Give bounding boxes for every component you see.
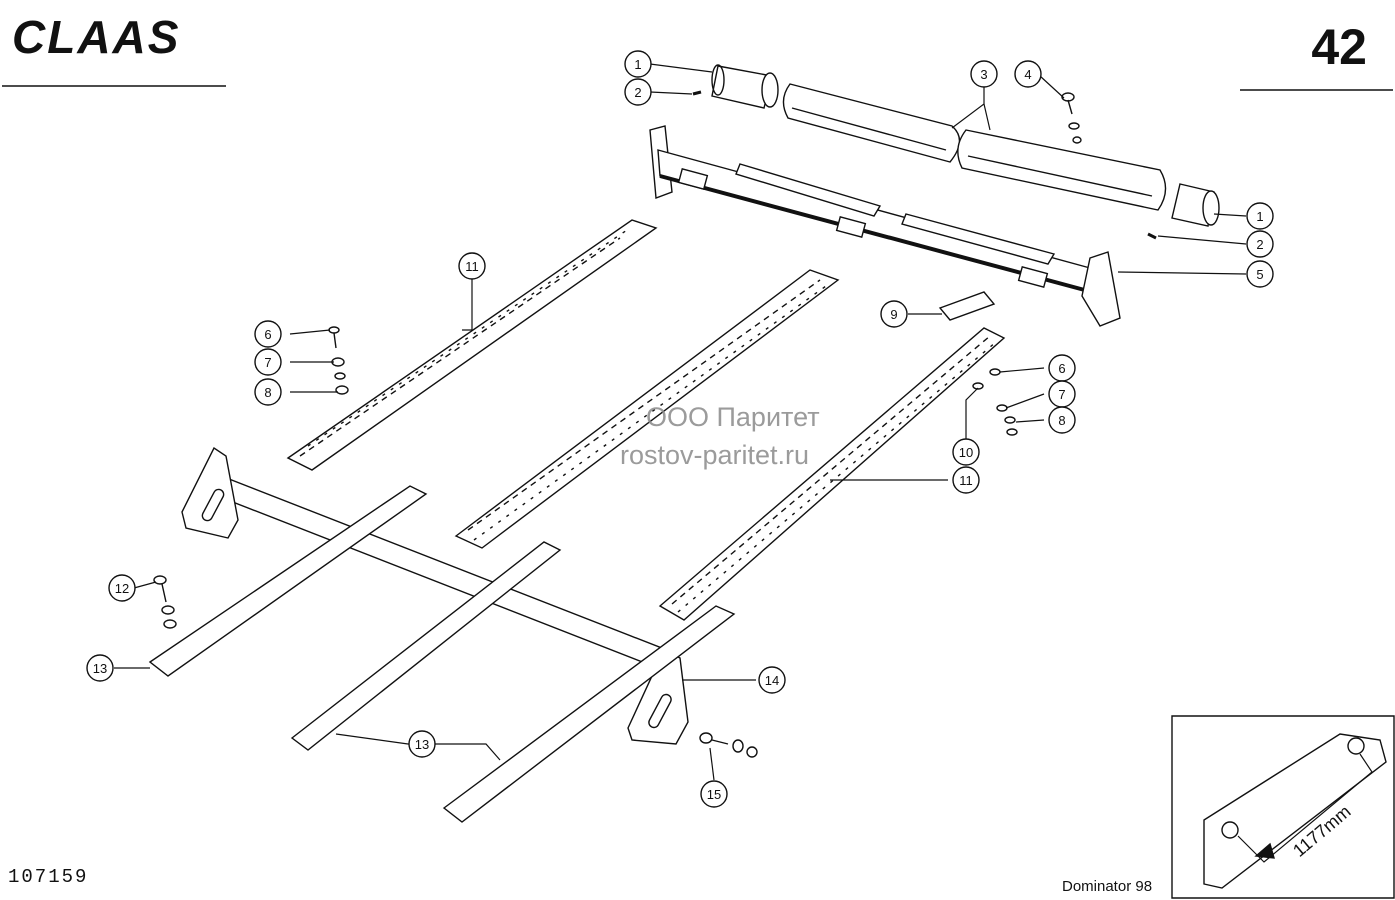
callout-number: 1 — [634, 57, 641, 72]
callout-number: 1 — [1256, 209, 1263, 224]
callout-13: 13 — [408, 730, 436, 758]
callout-circle — [758, 666, 786, 694]
callout-circle — [970, 60, 998, 88]
brand-logo: CLAAS — [12, 11, 181, 63]
callout-number: 10 — [959, 445, 973, 460]
callout-7: 7 — [254, 348, 282, 376]
spacer-block — [938, 291, 996, 321]
model-name: Dominator 98 — [1062, 878, 1153, 895]
callout-circle — [108, 574, 136, 602]
bolt-4 — [1061, 92, 1082, 144]
callout-1: 1 — [1246, 202, 1274, 230]
callout-5: 5 — [1246, 260, 1274, 288]
callout-number: 13 — [415, 737, 429, 752]
page-number: 42 — [1311, 19, 1367, 75]
tube-sleeve-left — [711, 64, 779, 109]
callout-10: 10 — [952, 438, 980, 466]
callout-number: 6 — [1058, 361, 1065, 376]
callout-number: 8 — [1058, 413, 1065, 428]
callout-circle — [458, 252, 486, 280]
callout-2: 2 — [624, 78, 652, 106]
wood-slat-middle — [454, 269, 840, 549]
callout-circle — [700, 780, 728, 808]
callout-6: 6 — [254, 320, 282, 348]
callout-number: 6 — [264, 327, 271, 342]
wood-slat-right — [658, 327, 1006, 621]
callout-circle — [1246, 260, 1274, 288]
watermark-company: ООО Паритет — [646, 402, 820, 432]
callout-13: 13 — [86, 654, 114, 682]
callout-11: 11 — [952, 466, 980, 494]
drawing-code: 107159 — [8, 866, 89, 888]
callout-circle — [1246, 202, 1274, 230]
callout-number: 2 — [1256, 237, 1263, 252]
callout-circle — [624, 78, 652, 106]
pin-left — [692, 90, 702, 96]
callout-circle — [880, 300, 908, 328]
callout-number: 11 — [959, 473, 973, 488]
callout-circle — [408, 730, 436, 758]
callout-number: 3 — [980, 67, 987, 82]
callout-number: 2 — [634, 85, 641, 100]
callout-circle — [86, 654, 114, 682]
tube-half-shell-right — [957, 129, 1167, 211]
callout-7: 7 — [1048, 380, 1076, 408]
callout-3: 3 — [970, 60, 998, 88]
callout-9: 9 — [880, 300, 908, 328]
callout-1: 1 — [624, 50, 652, 78]
callout-circle — [1048, 406, 1076, 434]
callout-number: 5 — [1256, 267, 1263, 282]
callout-circle — [1014, 60, 1042, 88]
callout-8: 8 — [1048, 406, 1076, 434]
callout-15: 15 — [700, 780, 728, 808]
callout-circle — [952, 438, 980, 466]
callout-2: 2 — [1246, 230, 1274, 258]
upper-cross-beam — [649, 125, 1121, 327]
callout-number: 4 — [1024, 67, 1031, 82]
hardware-left — [328, 326, 349, 395]
lower-bar-middle — [290, 541, 562, 751]
wood-slat-left — [286, 219, 658, 471]
pin-right — [1147, 232, 1157, 240]
callout-4: 4 — [1014, 60, 1042, 88]
callout-number: 7 — [264, 355, 271, 370]
callout-number: 8 — [264, 385, 271, 400]
callout-12: 12 — [108, 574, 136, 602]
callout-number: 15 — [707, 787, 721, 802]
callout-number: 12 — [115, 581, 129, 596]
callout-circle — [952, 466, 980, 494]
bolt-12 — [153, 575, 177, 629]
lower-bar-left — [148, 485, 428, 677]
callout-6: 6 — [1048, 354, 1076, 382]
callout-circle — [1246, 230, 1274, 258]
tube-sleeve-right — [1171, 183, 1220, 227]
callout-number: 13 — [93, 661, 107, 676]
callout-circle — [624, 50, 652, 78]
inset-detail — [1171, 715, 1395, 899]
lower-bar-right — [442, 605, 736, 823]
callout-circle — [254, 320, 282, 348]
bolt-15 — [699, 732, 758, 758]
callout-circle — [254, 378, 282, 406]
watermark-site: rostov-paritet.ru — [620, 440, 810, 470]
callout-number: 7 — [1058, 387, 1065, 402]
callout-14: 14 — [758, 666, 786, 694]
callout-8: 8 — [254, 378, 282, 406]
callout-circle — [254, 348, 282, 376]
callout-number: 9 — [890, 307, 897, 322]
callout-number: 14 — [765, 673, 779, 688]
callout-11: 11 — [458, 252, 486, 280]
hardware-right — [972, 368, 1018, 436]
lower-diagonal-beam — [181, 446, 689, 745]
tube-half-shell-left — [782, 83, 961, 163]
callout-number: 11 — [465, 259, 479, 274]
